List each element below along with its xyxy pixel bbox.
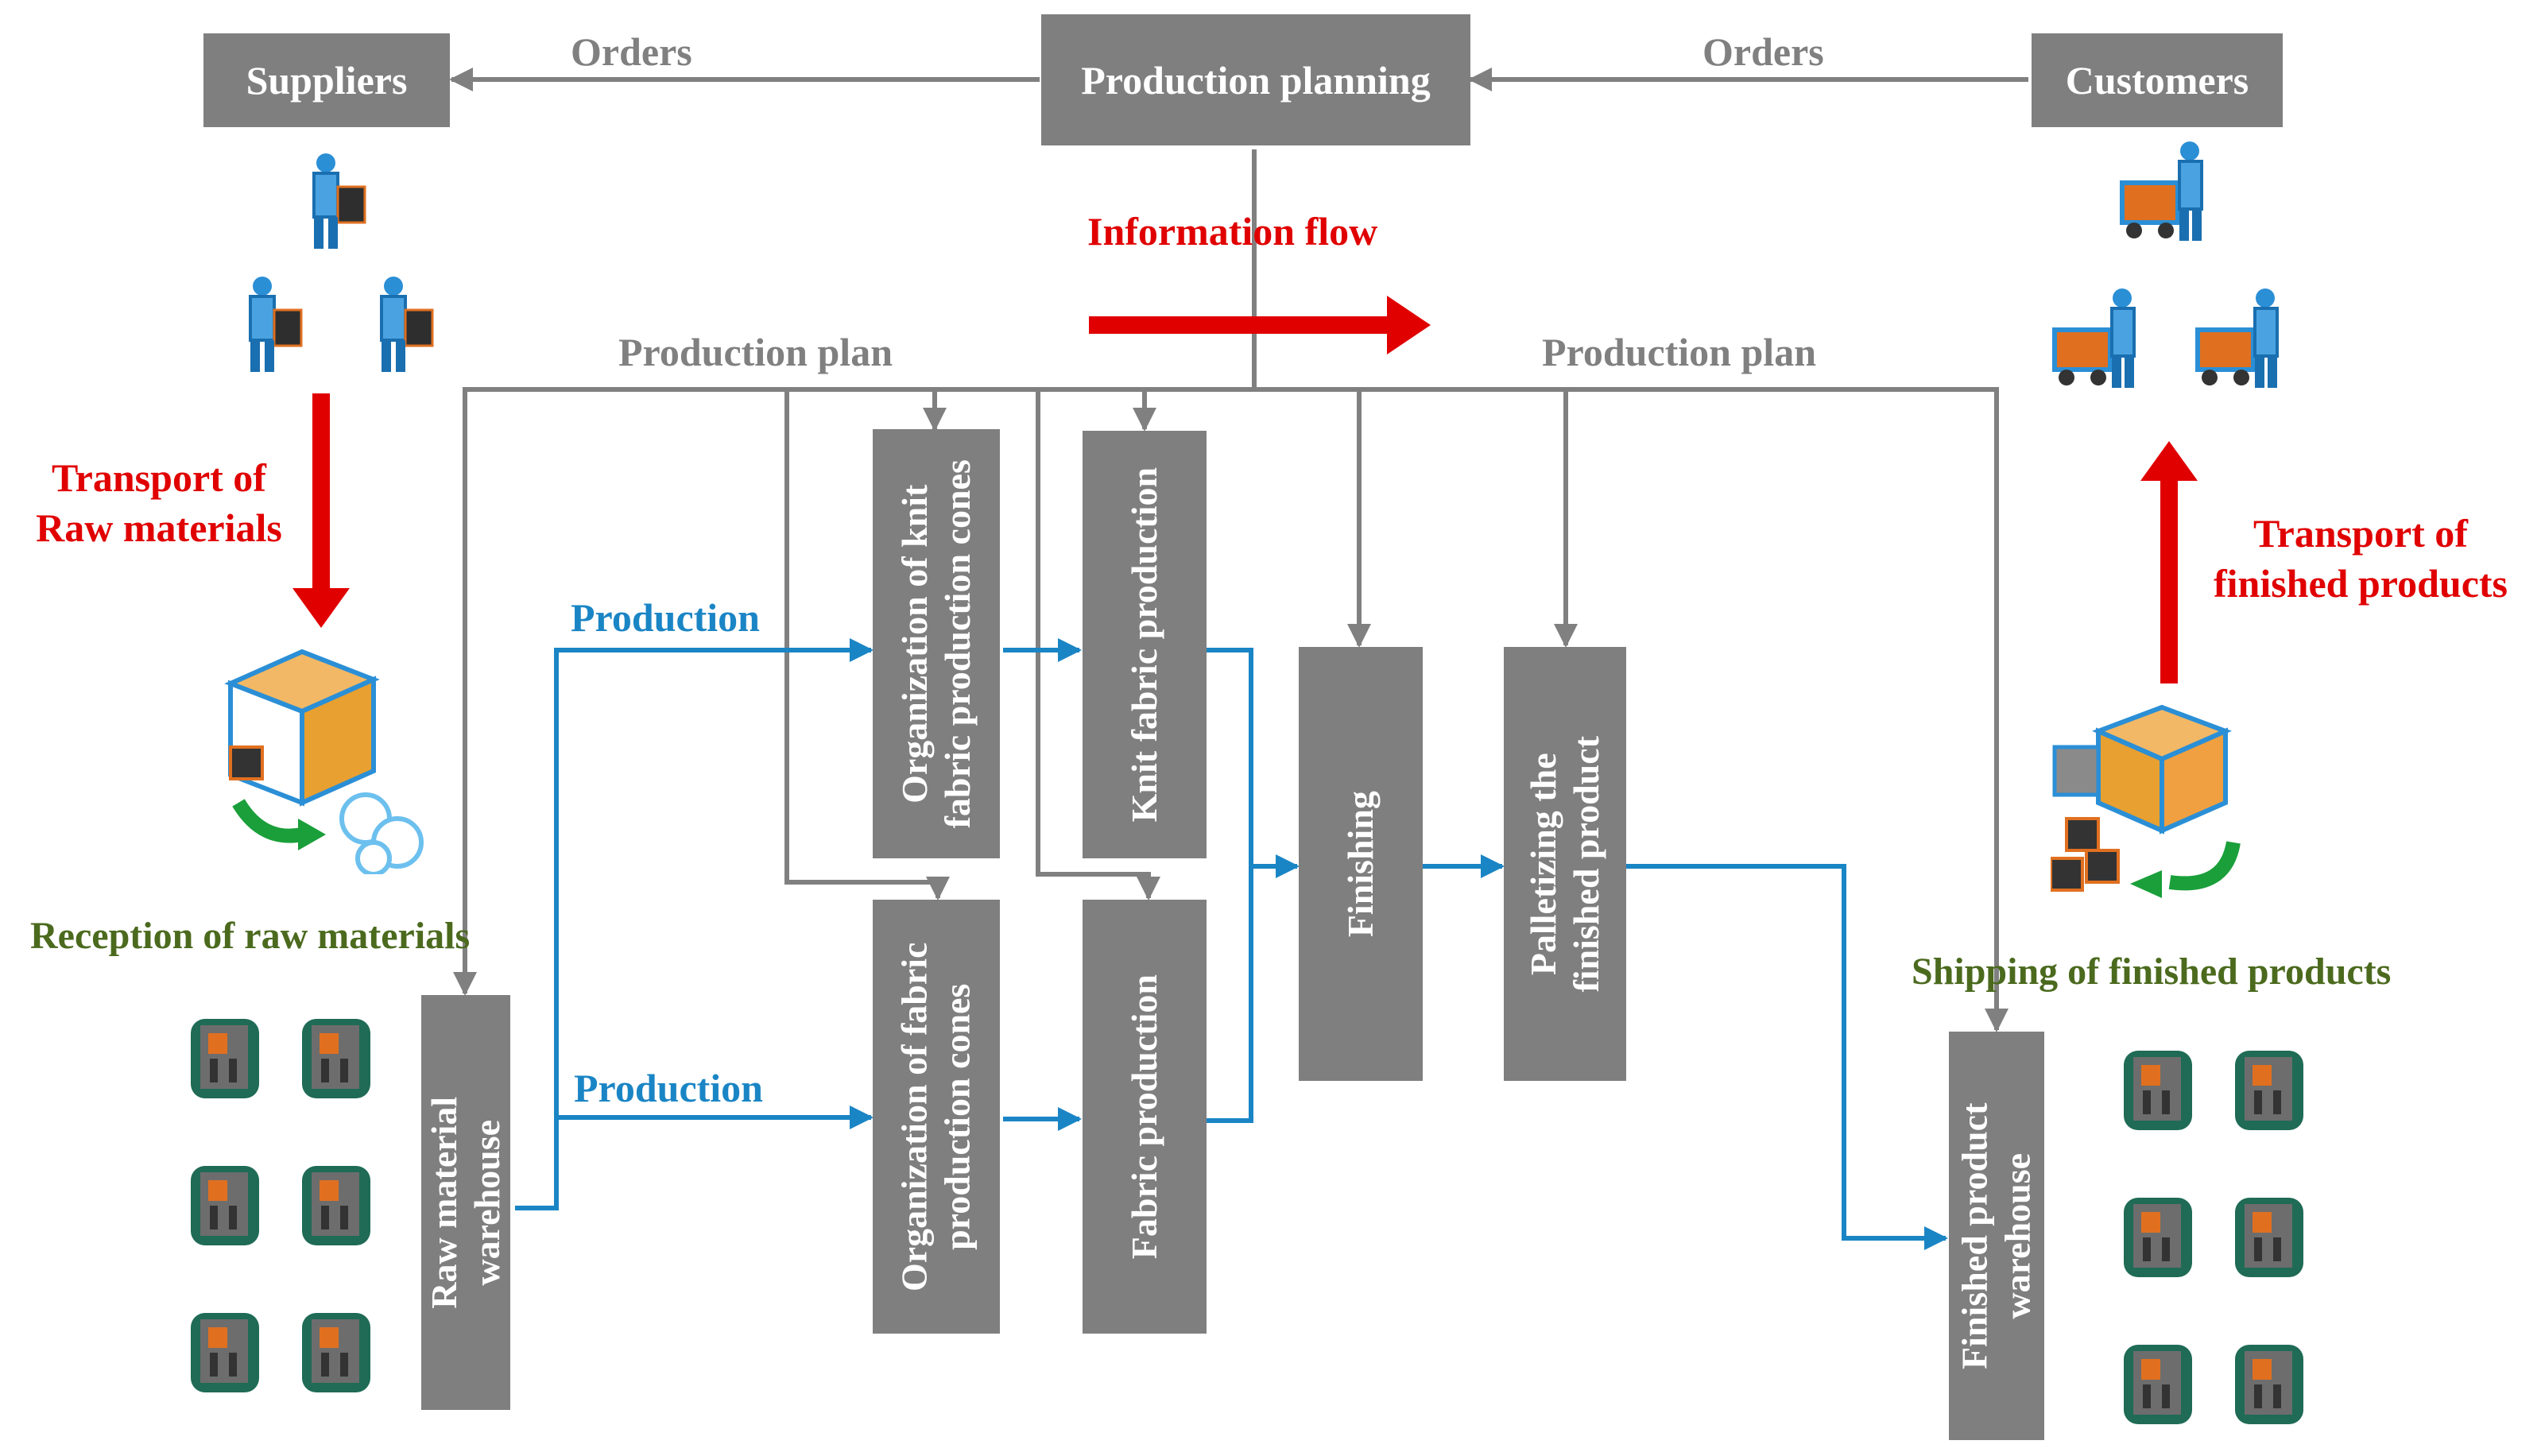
raw-material-warehouse-line-1: Raw material [423, 1096, 464, 1309]
org-knit-cones-line-2: fabric production cones [937, 459, 978, 829]
worker-with-cart-icon [2195, 288, 2279, 388]
suppliers-box: Suppliers [203, 33, 450, 127]
orders-left-label: Orders [571, 29, 692, 74]
knitting-machine-icon [2235, 1198, 2303, 1277]
knitting-machine-icon [2124, 1198, 2192, 1277]
knitting-machine-icon [191, 1313, 259, 1392]
production-plan-connectors [453, 149, 2008, 1032]
production-plan-left-label: Production plan [618, 330, 893, 374]
knitting-machine-icon [302, 1313, 370, 1392]
transport-raw-arrow [292, 393, 350, 628]
org-fabric-cones-line-1: Organization of fabric [893, 942, 935, 1291]
production-planning-box: Production planning [1041, 14, 1470, 145]
loading-truck-icon [2051, 704, 2241, 898]
knitting-machine-icon [2124, 1051, 2192, 1130]
finishing-line-1: Finishing [1339, 790, 1381, 938]
worker-with-cart-icon [249, 277, 303, 372]
fabric-production-line-1: Fabric production [1123, 974, 1164, 1260]
production-bottom-label: Production [574, 1066, 763, 1110]
production-top-label: Production [571, 595, 760, 640]
transport-finished-label: Transport of finished products [2194, 509, 2528, 608]
production-flow-connectors [515, 638, 1948, 1250]
knitting-machine-icon [191, 1019, 259, 1098]
production-plan-right-label: Production plan [1542, 330, 1816, 374]
worker-with-cart-icon [2052, 288, 2136, 388]
knitting-machine-icon [302, 1019, 370, 1098]
knitting-machine-icon [302, 1166, 370, 1245]
fabric-production-box: Fabric production [1083, 900, 1207, 1334]
worker-with-cart-icon [380, 277, 434, 372]
shipping-label: Shipping of finished products [1912, 951, 2392, 993]
information-flow-arrow [1089, 296, 1431, 354]
palletizing-line-2: finished product [1566, 735, 1606, 993]
finished-product-warehouse-line-1: Finished product [1954, 1102, 1995, 1369]
knitting-machine-icon [2235, 1345, 2303, 1424]
knitting-machine-icon [2235, 1051, 2303, 1130]
palletizing-line-1: Palletizing the [1522, 753, 1563, 975]
transport-finished-line-1: Transport of [2253, 511, 2468, 556]
knit-fabric-production-box: Knit fabric production [1083, 431, 1207, 858]
knit-fabric-production-line-1: Knit fabric production [1123, 467, 1164, 823]
knitting-machine-icon [2124, 1345, 2192, 1424]
worker-with-cart-icon [2120, 141, 2203, 241]
information-flow-label: Information flow [1087, 209, 1378, 254]
transport-finished-line-2: finished products [2213, 560, 2508, 606]
raw-material-warehouse-line-2: warehouse [467, 1119, 508, 1286]
orders-right-label: Orders [1702, 29, 1824, 74]
finished-product-warehouse-line-2: warehouse [1997, 1152, 2039, 1319]
transport-raw-line-1: Transport of [52, 455, 266, 500]
finishing-box: Finishing [1299, 647, 1423, 1081]
suppliers-label: Suppliers [246, 58, 408, 103]
knitting-machine-icon [191, 1166, 259, 1245]
org-knit-cones-line-1: Organization of knit [893, 484, 935, 804]
production-planning-label: Production planning [1081, 57, 1431, 103]
transport-finished-arrow [2140, 441, 2198, 683]
customers-box: Customers [2032, 33, 2283, 127]
transport-raw-line-2: Raw materials [36, 505, 282, 550]
transport-raw-label: Transport of Raw materials [16, 453, 302, 552]
worker-with-cart-icon [312, 153, 366, 249]
reception-label: Reception of raw materials [30, 915, 471, 957]
customers-label: Customers [2065, 58, 2249, 103]
org-fabric-cones-line-2: production cones [937, 983, 978, 1250]
unloading-truck-icon [224, 649, 424, 874]
